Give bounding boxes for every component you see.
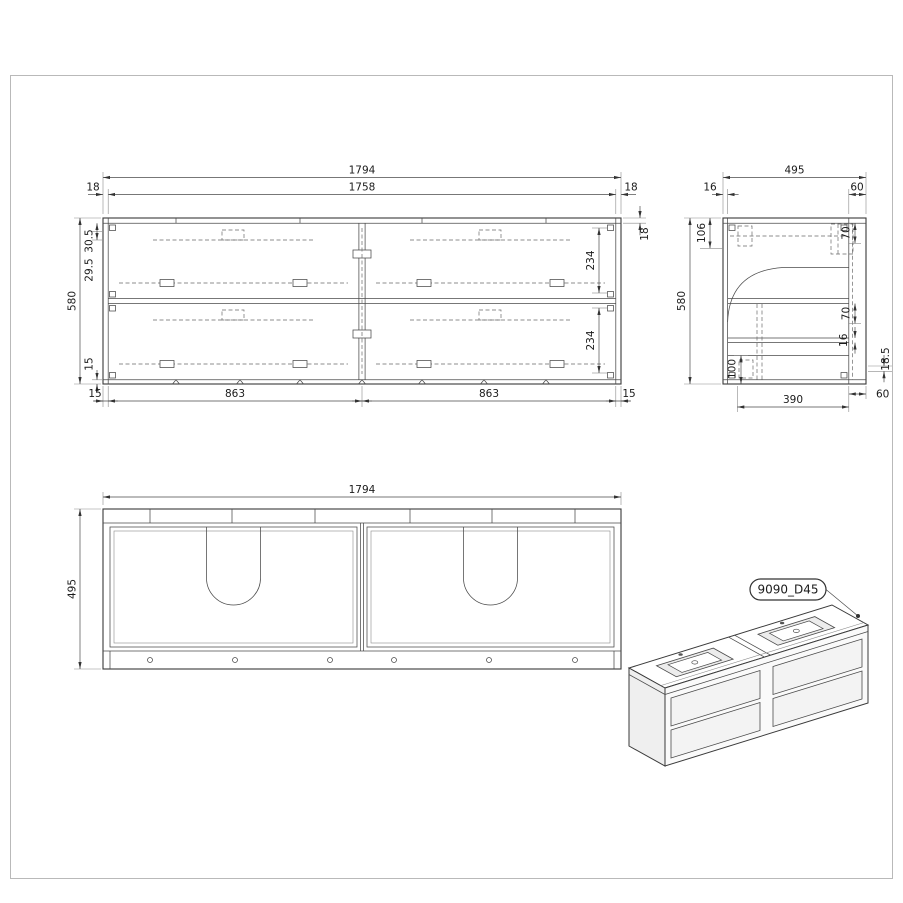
- side-view-hidden-details: [728, 223, 854, 380]
- iso-drawer-top-left: [670, 669, 761, 727]
- front-view-extension-lines: [74, 172, 646, 407]
- dim-text-495-side: 495: [784, 165, 804, 177]
- dim-text-15-left: 15: [84, 357, 96, 370]
- plan-view: 1794 495: [67, 484, 622, 670]
- dim-text-16-top: 16: [703, 182, 717, 194]
- dim-side-70-upper: 70: [841, 223, 857, 244]
- dim-text-106: 106: [696, 223, 708, 243]
- front-view: 1794 1758 18 18 18 580 30.5 29.5 15: [67, 165, 651, 407]
- dim-text-70-lower: 70: [841, 307, 853, 320]
- dim-side-bottom-chain: 60 390: [737, 389, 889, 409]
- side-view-outline: [722, 217, 867, 385]
- dim-text-580-front: 580: [67, 291, 79, 311]
- side-view: 495 16 60 106 580 70 70 1: [676, 165, 892, 412]
- dim-side-70-lower: 70: [841, 303, 857, 324]
- iso-drawers: [670, 638, 863, 759]
- dim-text-100: 100: [727, 359, 739, 379]
- dim-side-height-total: 580: [676, 218, 692, 384]
- iso-drain-left: [691, 660, 699, 665]
- dim-text-60-top: 60: [850, 182, 863, 194]
- dim-side-rail-16: 16: [838, 327, 857, 354]
- dim-text-15-bottom-right: 15: [622, 388, 635, 400]
- dim-front-height-total: 580: [67, 218, 82, 384]
- dim-text-863-left: 863: [225, 388, 245, 400]
- plan-view-extension-lines: [74, 492, 622, 670]
- sheet-border: [10, 75, 893, 879]
- front-view-outline: [102, 217, 622, 385]
- iso-counter-edges: [628, 622, 869, 695]
- sink-cutout-right: [463, 527, 518, 606]
- dim-text-495-plan: 495: [67, 579, 79, 599]
- dim-side-18-5: 18.5: [880, 347, 892, 383]
- part-label-text: 9090_D45: [757, 583, 818, 597]
- dim-side-back-inset: 16: [703, 182, 739, 197]
- dim-side-front-inset: 60: [848, 182, 866, 197]
- iso-faucet-hole-left: [678, 653, 683, 656]
- dim-side-depth-total: 495: [723, 165, 866, 180]
- dim-front-top-offsets: 30.5 29.5: [84, 223, 99, 282]
- iso-drawer-bottom-left: [670, 701, 761, 759]
- iso-drawer-top-right: [772, 638, 863, 696]
- dim-plan-width: 1794: [103, 484, 621, 499]
- dim-plan-depth: 495: [67, 509, 82, 669]
- dim-text-70-upper: 70: [841, 226, 853, 239]
- front-view-hidden-details: [119, 228, 605, 374]
- iso-drain-right: [792, 628, 800, 633]
- dim-text-18-vert: 18: [639, 227, 651, 240]
- dim-front-bottom-chain: 15 863 863 15: [88, 388, 636, 403]
- dim-text-16-right: 16: [838, 333, 850, 347]
- sink-cutout-left: [206, 527, 261, 606]
- dim-front-drawer-heights: 234 234: [585, 228, 601, 373]
- dim-text-234-lower: 234: [585, 330, 597, 350]
- dim-side-100: 100: [727, 355, 743, 384]
- dim-text-580-side: 580: [676, 291, 688, 311]
- dim-text-234-upper: 234: [585, 250, 597, 270]
- part-label-box: [749, 578, 827, 601]
- dim-front-top-thickness: 18: [638, 206, 651, 241]
- iso-faucet-hole-right: [779, 621, 785, 625]
- dim-text-18-5: 18.5: [880, 347, 892, 370]
- dim-text-390: 390: [783, 394, 803, 406]
- dim-text-15-bottom-left: 15: [88, 388, 101, 400]
- dim-text-1794: 1794: [349, 165, 376, 177]
- dim-text-1758: 1758: [349, 182, 376, 194]
- front-view-fittings: [109, 218, 614, 385]
- part-label-callout: 9090_D45: [749, 578, 860, 618]
- iso-drawer-bottom-right: [772, 670, 863, 728]
- dim-front-width-total: 1794: [103, 165, 621, 180]
- dim-text-60-bottom: 60: [876, 389, 889, 401]
- side-view-extension-lines: [684, 172, 892, 412]
- dim-side-top-offset: 106: [696, 218, 712, 249]
- dim-text-1794-plan: 1794: [349, 484, 376, 496]
- iso-view: 9090_D45: [627, 578, 870, 767]
- dim-front-bottom-thickness: 15: [84, 357, 99, 392]
- label-leader-dot: [856, 614, 860, 618]
- iso-sinks: [655, 616, 836, 678]
- dim-front-width-inner: 1758 18 18: [86, 182, 638, 197]
- dim-text-863-right: 863: [479, 388, 499, 400]
- dim-text-29-5: 29.5: [84, 258, 96, 281]
- dim-text-30-5: 30.5: [84, 229, 96, 252]
- dim-text-18-left: 18: [86, 182, 99, 194]
- label-leader-line: [825, 589, 859, 617]
- dim-text-18-right: 18: [624, 182, 637, 194]
- plan-view-outline: [102, 508, 622, 670]
